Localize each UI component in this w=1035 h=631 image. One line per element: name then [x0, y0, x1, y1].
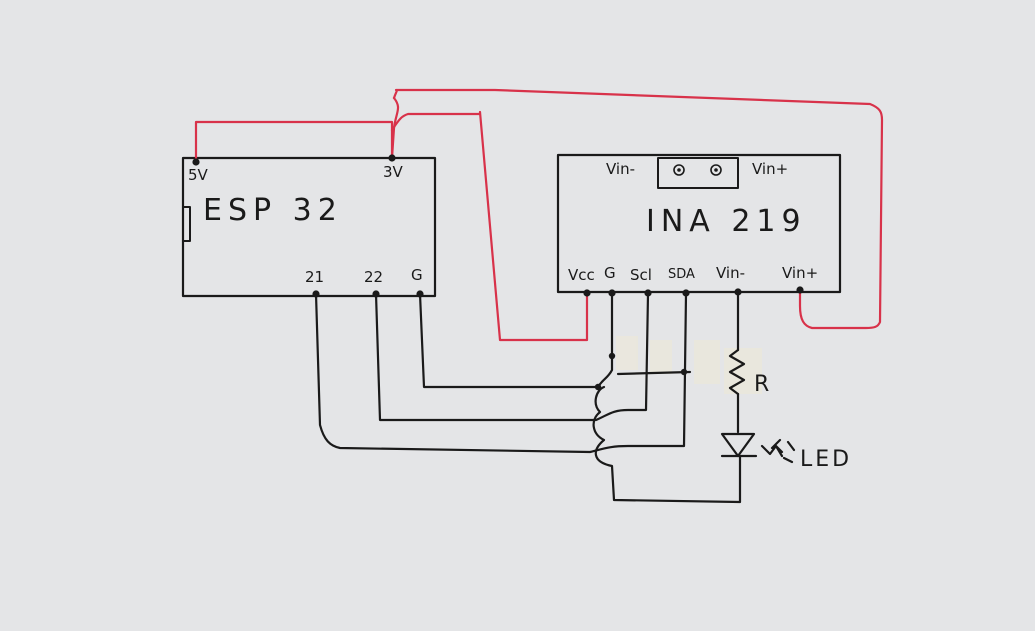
led-symbol [720, 432, 796, 464]
terminal-screw-plus [710, 164, 722, 176]
resistor-label: R [754, 372, 770, 397]
ina219-pin-g-label: G [604, 264, 616, 282]
esp32-pin-22-label: 22 [364, 268, 384, 286]
ina219-pin-vcc-label: Vcc [568, 266, 595, 284]
wire-sda [314, 292, 688, 454]
ina219-pin-vin-minus-label: Vin- [716, 264, 746, 282]
wire-5v-loop [194, 120, 394, 164]
ina219-top-vin-minus-label: Vin- [606, 160, 636, 178]
led-emission-arrows [760, 438, 796, 464]
esp32-usb-port [182, 206, 191, 242]
ina219-pin-scl-label: Scl [630, 266, 652, 284]
wire-led-return [592, 385, 742, 504]
wire-vin-plus-loop [392, 88, 884, 330]
terminal-screw-minus [673, 164, 685, 176]
esp32-module [181, 156, 437, 298]
pin-dots [192, 154, 804, 391]
ina219-pin-sda-label: SDA [668, 267, 695, 282]
ina219-body [556, 153, 842, 294]
esp32-pin-3v-label: 3V [383, 163, 403, 181]
ina219-name-label: INA 219 [646, 204, 807, 239]
tape-strips [616, 336, 762, 394]
wire-scl [374, 292, 650, 422]
esp32-name-label: ESP 32 [203, 193, 343, 228]
ina219-module [556, 153, 842, 294]
signal-wires [314, 290, 746, 504]
red-power-wires [194, 88, 884, 342]
wire-crossover-hump [390, 96, 400, 160]
wire-3v-to-vcc [390, 110, 589, 342]
ina219-terminal-block [657, 157, 739, 189]
esp32-pin-g-label: G [411, 266, 423, 284]
ina219-pin-vin-plus-label: Vin+ [782, 264, 819, 282]
esp32-pin-5v-label: 5V [188, 166, 208, 184]
ina219-top-vin-plus-label: Vin+ [752, 160, 789, 178]
led-label: LED [800, 447, 853, 472]
esp32-pin-21-label: 21 [305, 268, 325, 286]
resistor-zigzag [728, 348, 746, 396]
